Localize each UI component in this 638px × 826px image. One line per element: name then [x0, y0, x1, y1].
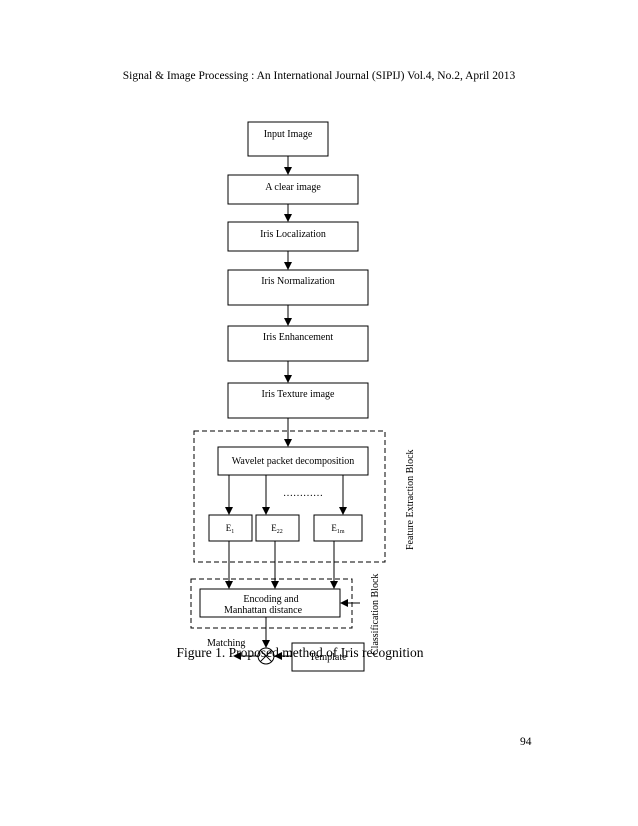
- template-box: [291, 642, 365, 672]
- subband-e22-label: E22: [271, 523, 283, 535]
- iris-normalization-box: [227, 269, 369, 306]
- running-header: Signal & Image Processing : An Internati…: [122, 70, 516, 82]
- feature-extraction-block: [193, 430, 386, 563]
- wavelet-packet-label: Wavelet packet decomposition: [232, 456, 355, 467]
- flow-arrows: [225, 156, 360, 660]
- subband-e1m-box: [313, 514, 363, 542]
- clear-image-box: [227, 174, 359, 205]
- iris-enhancement-label: Iris Enhancement: [263, 332, 333, 343]
- subband-e1-box: [208, 514, 253, 542]
- input-image-label: Input Image: [264, 129, 313, 140]
- classification-block-label: Classification Block: [370, 574, 381, 655]
- iris-normalization-label: Iris Normalization: [261, 276, 335, 287]
- template-label: Template: [309, 652, 347, 663]
- clear-image-label: A clear image: [265, 182, 321, 193]
- page-number: 94: [520, 736, 532, 748]
- subband-e1m-label: E1m: [331, 523, 345, 535]
- iris-texture-box: [227, 382, 369, 419]
- encoding-label-line2: Manhattan distance: [224, 605, 303, 616]
- iris-localization-box: [227, 221, 359, 252]
- subband-ellipsis: …………: [283, 488, 323, 499]
- iris-texture-label: Iris Texture image: [262, 389, 336, 400]
- figure-caption: Figure 1. Proposed method of Iris recogn…: [176, 645, 424, 660]
- feature-extraction-block-label: Feature Extraction Block: [405, 449, 416, 550]
- subband-e1-label: E1: [226, 523, 235, 535]
- encoding-label-line1: Encoding and: [243, 594, 298, 605]
- subband-e22-box: [255, 514, 300, 542]
- iris-enhancement-box: [227, 325, 369, 362]
- wavelet-packet-box: [217, 446, 369, 476]
- iris-localization-label: Iris Localization: [260, 229, 326, 240]
- matching-label: Matching: [207, 638, 245, 649]
